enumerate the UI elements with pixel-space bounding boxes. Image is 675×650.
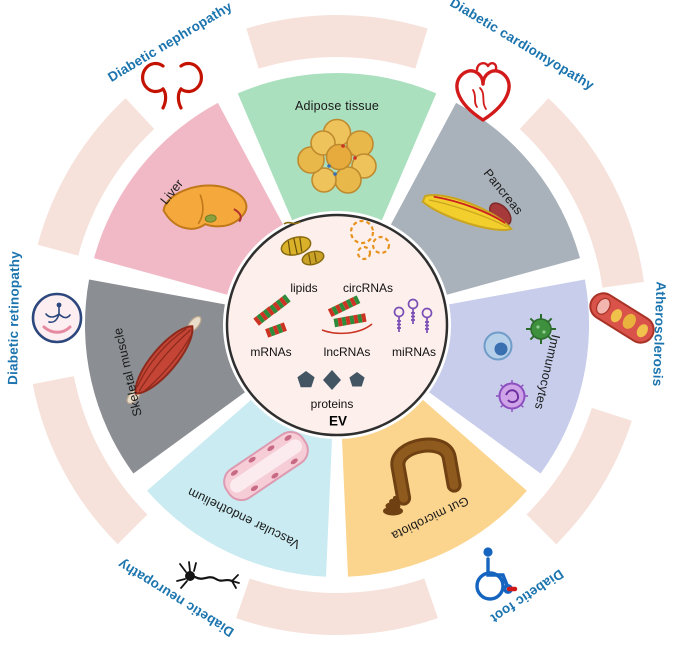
liver-icon [162,184,248,230]
lipids-icon [280,221,325,266]
outer-ring-arc [526,407,632,545]
outer-ring-arc [37,98,155,256]
artery-icon [589,292,655,344]
outer-ring-arc [32,375,148,545]
gut-microbiota-icon [383,437,462,516]
outer-ring [32,15,644,636]
mrnas-icon [253,294,291,338]
skeletal-muscle-icon [126,315,202,405]
segment-label-adipose-tissue: Adipose tissue [294,98,380,113]
feces-icon [383,496,403,516]
adipose-tissue-icon [297,118,377,194]
lncrnas-icon [321,295,373,335]
blue-immune-cell [483,331,513,361]
heart-icon [455,61,511,122]
vascular-endothelium-icon [223,431,309,501]
mirnas-label: miRNAs [392,345,436,359]
mrnas-label: mRNAs [250,345,292,359]
segment-pancreas [390,102,580,295]
circrnas-icon [349,219,391,261]
lipids-label: lipids [290,281,318,295]
kidney-icon [140,61,204,110]
disease-label-diabetic-retinopathy: Diabetic retinopathy [5,250,23,386]
outer-ring-arc [519,98,644,289]
eye-icon [31,292,83,344]
proteins-icon [297,370,365,390]
segment-gut-microbiota [342,399,527,577]
neuron-icon [176,561,240,589]
lncrnas-label: lncRNAs [323,345,371,359]
green-microbe [526,314,556,344]
immunocytes-icon [483,314,556,412]
disease-label-atherosclerosis: Atherosclerosis [649,281,669,387]
pancreas-icon [421,194,513,231]
proteins-label: proteins [310,397,354,411]
purple-immune-cell [496,380,528,412]
mirnas-icon [393,298,433,333]
ev-label: EV [328,413,348,429]
circrnas-label: circRNAs [343,281,393,295]
outer-ring-arc [236,578,438,636]
outer-ring-arc [246,15,428,69]
wheelchair-icon [475,547,518,601]
